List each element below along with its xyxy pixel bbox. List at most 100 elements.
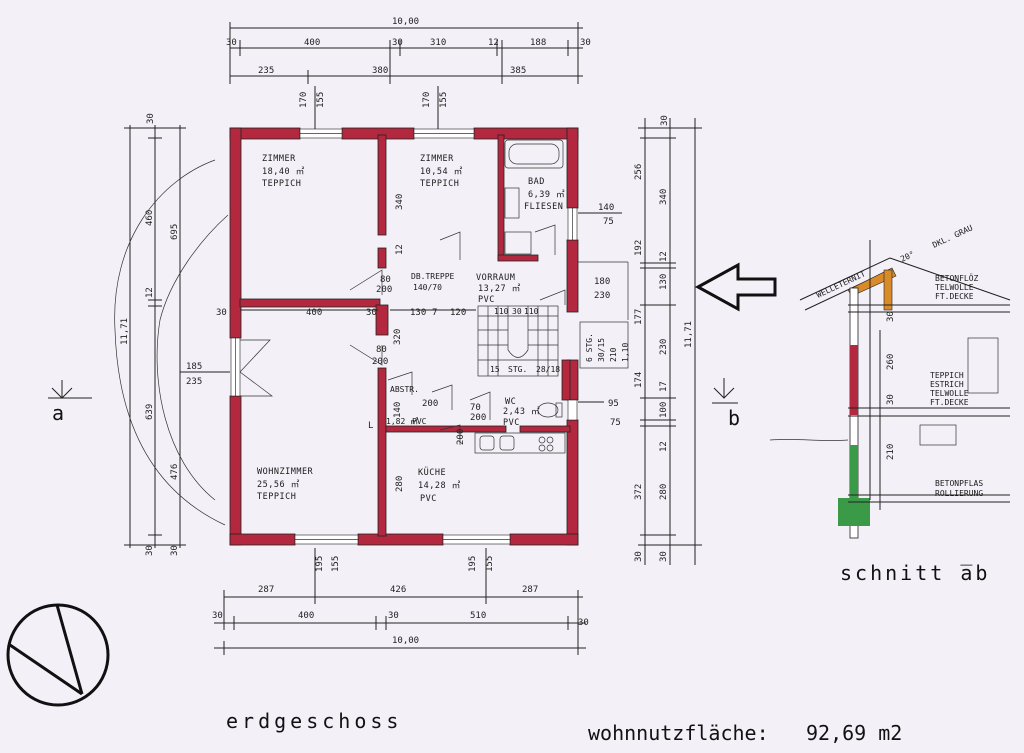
dim-bot-30c: 30: [578, 618, 589, 628]
dim-in-180: 180: [594, 277, 610, 287]
svg-text:WOHNZIMMER: WOHNZIMMER: [257, 467, 314, 477]
dim-right-256: 256: [634, 164, 644, 180]
section-telwolle1: TELWOLLE: [935, 283, 974, 292]
stair-210: 210: [609, 347, 618, 362]
dim-top-win1-170: 170: [299, 92, 309, 108]
dim-in-200e: 200: [456, 429, 466, 445]
section-drawing: WELLETERNIT 20° DKL. GRAU BETONFLÖZ TELW…: [769, 223, 1011, 585]
bottom-dimensions: 195 155 195 155 287 426 287 30 400 30 51…: [212, 548, 589, 655]
dim-top-385: 385: [510, 66, 526, 76]
dim-right-340: 340: [659, 189, 669, 205]
entrance-arrow-icon: [694, 262, 777, 312]
svg-text:13,27 ㎡: 13,27 ㎡: [478, 284, 521, 294]
section-h30a: 30: [886, 311, 896, 322]
svg-text:2,43 ㎡: 2,43 ㎡: [503, 407, 540, 417]
svg-text:TEPPICH: TEPPICH: [262, 179, 301, 189]
dim-bot-426: 426: [390, 585, 406, 595]
room-zimmer-2: ZIMMER 10,54 ㎡ TEPPICH: [420, 154, 462, 189]
dim-bot-win2-195: 195: [468, 556, 478, 572]
dim-top-win2-155: 155: [439, 92, 449, 108]
stair-15: 15: [490, 365, 500, 374]
dim-bot-total: 10,00: [392, 636, 419, 646]
stair-30: 30: [512, 307, 522, 316]
section-betonfloez: BETONFLÖZ: [935, 273, 979, 283]
dim-door-235: 235: [186, 377, 202, 387]
dim-right-17: 17: [659, 381, 669, 392]
section-estrich: ESTRICH: [930, 380, 964, 389]
dim-bot-287b: 287: [522, 585, 538, 595]
dim-bot-30a: 30: [212, 611, 223, 621]
dim-top-235: 235: [258, 66, 274, 76]
dim-in-30: 30: [366, 308, 377, 318]
dim-right-30-top: 30: [660, 115, 670, 126]
dim-top-win1-155: 155: [316, 92, 326, 108]
dim-top-380: 380: [372, 66, 388, 76]
dim-in-130: 130: [410, 308, 426, 318]
top-dimensions: 10,00 30 400 30 310 12 188 30 235 380 38…: [226, 17, 591, 130]
dim-bot-win2-155: 155: [485, 556, 495, 572]
svg-text:DB.TREPPE: DB.TREPPE: [411, 272, 455, 281]
dim-in-30-left: 30: [216, 308, 227, 318]
dim-right-30-bot-a: 30: [634, 551, 644, 562]
door-swings: [349, 224, 566, 445]
dim-in-280: 280: [395, 476, 405, 492]
terrain-sketch: [114, 159, 226, 526]
dim-in-95: 95: [608, 399, 619, 409]
dim-right-174: 174: [634, 372, 644, 388]
dim-left-460: 460: [145, 210, 155, 226]
dim-bot-400: 400: [298, 611, 314, 621]
section-h260: 260: [886, 354, 896, 370]
svg-text:ZIMMER: ZIMMER: [262, 154, 296, 164]
dim-right-230: 230: [659, 339, 669, 355]
section-rollierung: ROLLIERUNG: [935, 489, 983, 498]
dim-top-win2-170: 170: [422, 92, 432, 108]
room-abstr: ABSTR. 1,82 ㎡ PVC: [386, 385, 427, 426]
dim-in-200a: 200: [376, 285, 392, 295]
stair-110: 1,10: [621, 343, 630, 362]
section-dkl: DKL. GRAU: [931, 223, 974, 250]
dim-top-total: 10,00: [392, 17, 419, 27]
dim-in-75: 75: [603, 217, 614, 227]
wc-fixtures: [537, 402, 563, 418]
dim-in-L: L: [368, 421, 373, 431]
room-labels: ZIMMER 18,40 ㎡ TEPPICH ZIMMER 10,54 ㎡ TE…: [257, 154, 565, 504]
dim-right-12: 12: [659, 251, 669, 262]
marker-a-label: a: [52, 401, 64, 425]
right-dimensions: 30 256 340 192 12 130 177 230 174 17 100…: [634, 115, 702, 565]
svg-text:KÜCHE: KÜCHE: [418, 467, 446, 478]
svg-text:PVC: PVC: [420, 494, 437, 504]
dim-top-400: 400: [304, 38, 320, 48]
svg-text:TEPPICH: TEPPICH: [257, 492, 296, 502]
area-value: 92,69 m2: [806, 721, 902, 745]
svg-text:TEPPICH: TEPPICH: [420, 179, 459, 189]
room-wohnzimmer: WOHNZIMMER 25,56 ㎡ TEPPICH: [257, 467, 314, 502]
svg-text:PVC: PVC: [412, 417, 427, 426]
dim-right-130: 130: [659, 274, 669, 290]
dim-top-310: 310: [430, 38, 446, 48]
section-title: schnitt a̅b: [840, 561, 990, 585]
room-wc: WC 2,43 ㎡ PVC: [503, 397, 540, 428]
svg-text:WC: WC: [505, 397, 516, 407]
dim-right-12b: 12: [659, 441, 669, 452]
dim-bot-287a: 287: [258, 585, 274, 595]
svg-text:BAD: BAD: [528, 177, 545, 187]
inner-dimensions: 140 75 180 230 400 30 30 130 7 120 80 20…: [216, 194, 629, 492]
stair-6stg: 6 STG.: [585, 333, 594, 362]
room-zimmer-1: ZIMMER 18,40 ㎡ TEPPICH: [262, 154, 305, 189]
svg-text:PVC: PVC: [503, 418, 520, 428]
svg-text:18,40 ㎡: 18,40 ㎡: [262, 167, 305, 177]
section-marker-a: a: [48, 380, 92, 425]
dim-in-140b: 140: [393, 402, 403, 418]
dim-left-476: 476: [170, 464, 180, 480]
dim-left-total: 11,71: [120, 318, 130, 345]
section-h210: 210: [886, 444, 896, 460]
dim-left-695: 695: [170, 224, 180, 240]
walls: [229, 127, 579, 546]
dim-door-185: 185: [186, 362, 202, 372]
dim-left-30-bot-b: 30: [170, 545, 180, 556]
dim-bot-30b: 30: [388, 611, 399, 621]
svg-text:140/70: 140/70: [413, 283, 442, 292]
dim-right-177: 177: [634, 309, 644, 325]
kitchen-counter: [474, 432, 566, 454]
svg-text:25,56 ㎡: 25,56 ㎡: [257, 480, 300, 490]
